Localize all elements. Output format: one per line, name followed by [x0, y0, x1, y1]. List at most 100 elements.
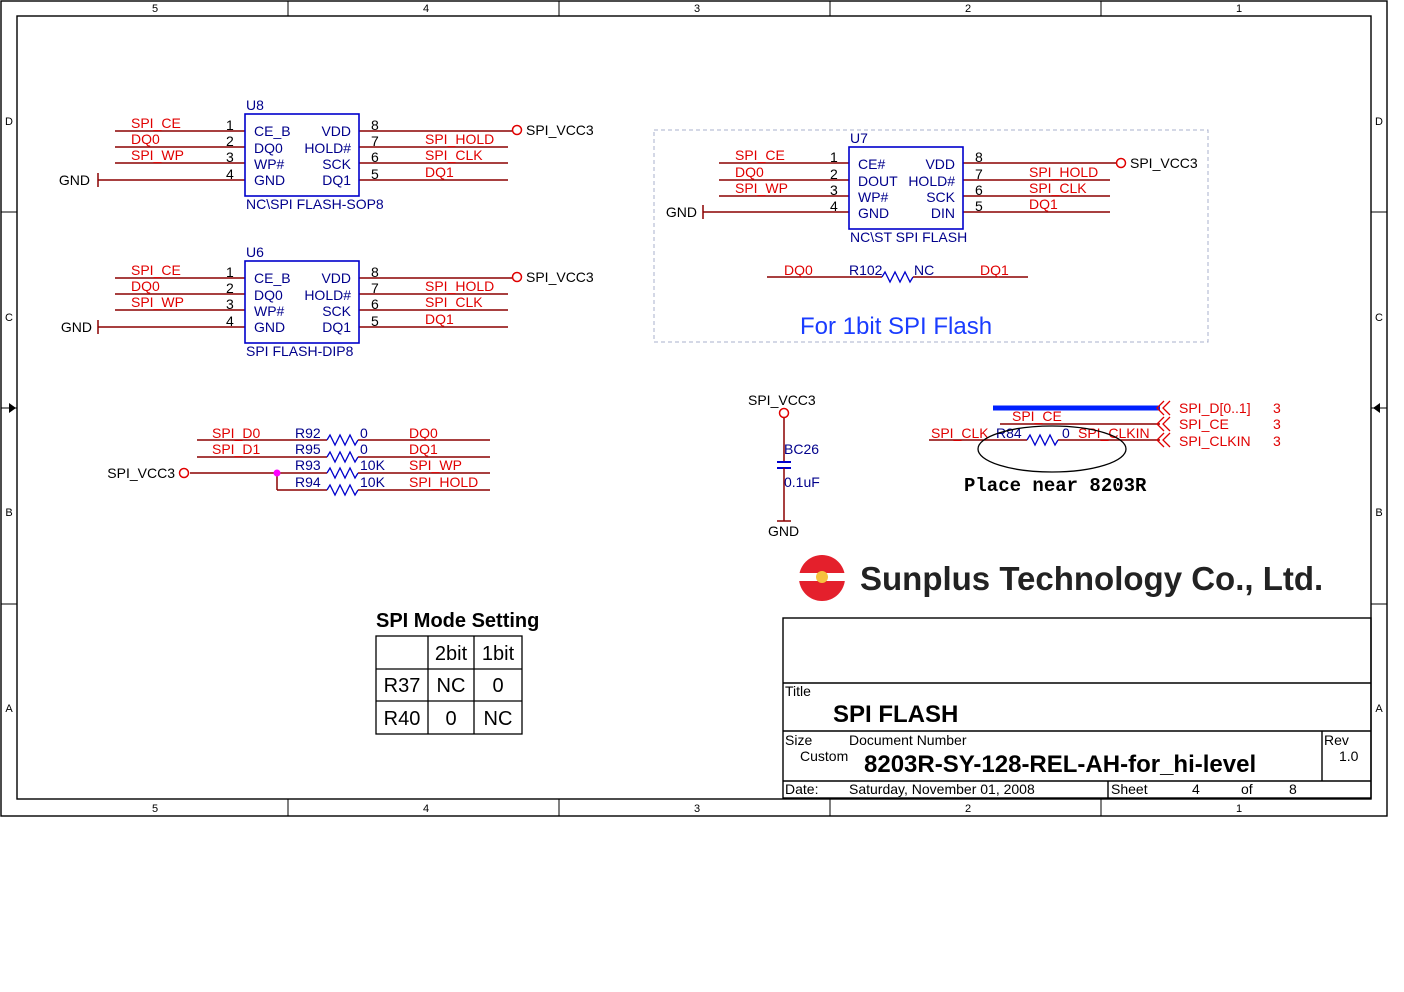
bank-right-net-4: SPI_HOLD: [409, 474, 478, 490]
chip-u8[interactable]: U8 NC\SPI FLASH-SOP8 SPI_CE DQ0 SPI_WP G…: [59, 97, 594, 212]
u8-pin-6: 6: [371, 149, 379, 165]
u6-pin-4: 4: [226, 313, 234, 329]
zone-col-2-top: 2: [965, 3, 971, 15]
title-block: Title SPI FLASH Size Custom Document Num…: [782, 617, 1372, 799]
company-logo: [799, 555, 845, 601]
u7-name-8: VDD: [925, 156, 955, 172]
u6-pin-3: 3: [226, 296, 234, 312]
u7-net-8: SPI_VCC3: [1130, 155, 1198, 171]
u6-pin-2: 2: [226, 280, 234, 296]
zone-col-1-bottom: 1: [1236, 803, 1242, 815]
zone-col-5-bottom: 5: [152, 803, 158, 815]
u6-net-5: DQ1: [425, 311, 454, 327]
tb-size-label: Size: [785, 732, 812, 748]
u6-pin-5: 5: [371, 313, 379, 329]
u8-name-3: WP#: [254, 156, 285, 172]
zone-row-b-right: B: [1375, 507, 1382, 519]
r102-left-net: DQ0: [784, 262, 813, 278]
u7-name-6: SCK: [926, 189, 955, 205]
u8-net-2: DQ0: [131, 131, 160, 147]
u6-net-6: SPI_CLK: [425, 294, 483, 310]
u6-net-2: DQ0: [131, 278, 160, 294]
bank-right-net-3: SPI_WP: [409, 457, 462, 473]
u6-name-2: DQ0: [254, 287, 283, 303]
zone-col-1-top: 1: [1236, 3, 1242, 15]
mode-r37: R37: [384, 675, 421, 697]
tb-size: Custom: [800, 748, 848, 764]
zone-row-c-left: C: [5, 312, 13, 324]
u8-name-7: HOLD#: [304, 140, 351, 156]
bc26-ref: BC26: [784, 441, 819, 457]
u7-name-5: DIN: [931, 205, 955, 221]
bc26-vcc: SPI_VCC3: [748, 392, 816, 408]
r94-ref: R94: [295, 474, 321, 490]
u7-name-7: HOLD#: [908, 173, 955, 189]
u8-net-5: DQ1: [425, 164, 454, 180]
chip-u6[interactable]: U6 SPI FLASH-DIP8 SPI_CE DQ0 SPI_WP GND …: [61, 244, 594, 359]
sheet-border: [0, 0, 1388, 817]
bank-left-net-1: SPI_D0: [212, 425, 260, 441]
u7-pin-6: 6: [975, 182, 983, 198]
chip-u7[interactable]: U7 NC\ST SPI FLASH SPI_CE DQ0 SPI_WP GND…: [666, 130, 1198, 245]
zone-col-4-top: 4: [423, 3, 429, 15]
mode-r40-1bit: NC: [484, 708, 513, 730]
u8-pin-1: 1: [226, 117, 234, 133]
port-name-2: SPI_CE: [1179, 416, 1229, 432]
u8-part: NC\SPI FLASH-SOP8: [246, 196, 384, 212]
zone-row-a-left: A: [5, 703, 13, 715]
bank-left-net-2: SPI_D1: [212, 441, 260, 457]
u6-net-3: SPI_WP: [131, 294, 184, 310]
u7-ref: U7: [850, 130, 868, 146]
u6-net-7: SPI_HOLD: [425, 278, 494, 294]
zone-col-2-bottom: 2: [965, 803, 971, 815]
r92-value: 0: [360, 425, 368, 441]
u8-net-1: SPI_CE: [131, 115, 181, 131]
bank-vcc: SPI_VCC3: [107, 465, 175, 481]
u8-name-4: GND: [254, 172, 285, 188]
u8-net-6: SPI_CLK: [425, 147, 483, 163]
offpage-ports[interactable]: SPI_CE SPI_CLK R84 0 SPI_CLKIN SPI_D[0..…: [929, 400, 1281, 497]
zone-row-d-left: D: [5, 116, 13, 128]
r84-right-net: SPI_CLKIN: [1078, 425, 1150, 441]
mode-col-2bit: 2bit: [435, 643, 468, 665]
u8-pin-7: 7: [371, 133, 379, 149]
u6-net-1: SPI_CE: [131, 262, 181, 278]
mode-r40: R40: [384, 708, 421, 730]
zone-col-3-bottom: 3: [694, 803, 700, 815]
u7-name-4: GND: [858, 205, 889, 221]
tb-of-label: of: [1241, 781, 1253, 797]
u6-body: [244, 260, 360, 344]
zone-row-b-left: B: [5, 507, 12, 519]
zone-col-4-bottom: 4: [423, 803, 429, 815]
u7-net-1: SPI_CE: [735, 147, 785, 163]
tb-sheet-label: Sheet: [1111, 781, 1148, 797]
tb-rev: 1.0: [1339, 748, 1359, 764]
u7-pin-7: 7: [975, 166, 983, 182]
mode-r37-2bit: NC: [437, 675, 466, 697]
bank-right-net-1: DQ0: [409, 425, 438, 441]
u8-ref: U8: [246, 97, 264, 113]
zone-labels: 5 4 3 2 1 5 4 3 2 1 D C B A D C B A: [5, 3, 1383, 815]
u6-name-3: WP#: [254, 303, 285, 319]
u7-name-3: WP#: [858, 189, 889, 205]
u7-pin-2: 2: [830, 166, 838, 182]
r93-value: 10K: [360, 457, 386, 473]
company-name: Sunplus Technology Co., Ltd.: [860, 560, 1323, 597]
u8-pin-4: 4: [226, 166, 234, 182]
r102-ref: R102: [849, 262, 883, 278]
u6-part: SPI FLASH-DIP8: [246, 343, 354, 359]
zone-row-c-right: C: [1375, 312, 1383, 324]
r94-value: 10K: [360, 474, 386, 490]
zone-row-a-right: A: [1375, 703, 1383, 715]
u8-pin-8: 8: [371, 117, 379, 133]
u8-net-8: SPI_VCC3: [526, 122, 594, 138]
u8-pin-3: 3: [226, 149, 234, 165]
tb-title-label: Title: [785, 683, 811, 699]
u6-pin-6: 6: [371, 296, 379, 312]
tb-sheet: 4: [1192, 781, 1200, 797]
u8-pin-5: 5: [371, 166, 379, 182]
u6-pin-8: 8: [371, 264, 379, 280]
resistor-r102[interactable]: DQ0 R102 NC DQ1: [767, 262, 1028, 284]
capacitor-bc26[interactable]: SPI_VCC3 BC26 0.1uF GND: [748, 392, 820, 539]
resistor-bank[interactable]: SPI_VCC3 SPI_D0 SPI_D1 R92 R95 R93 R94 0…: [107, 425, 490, 497]
